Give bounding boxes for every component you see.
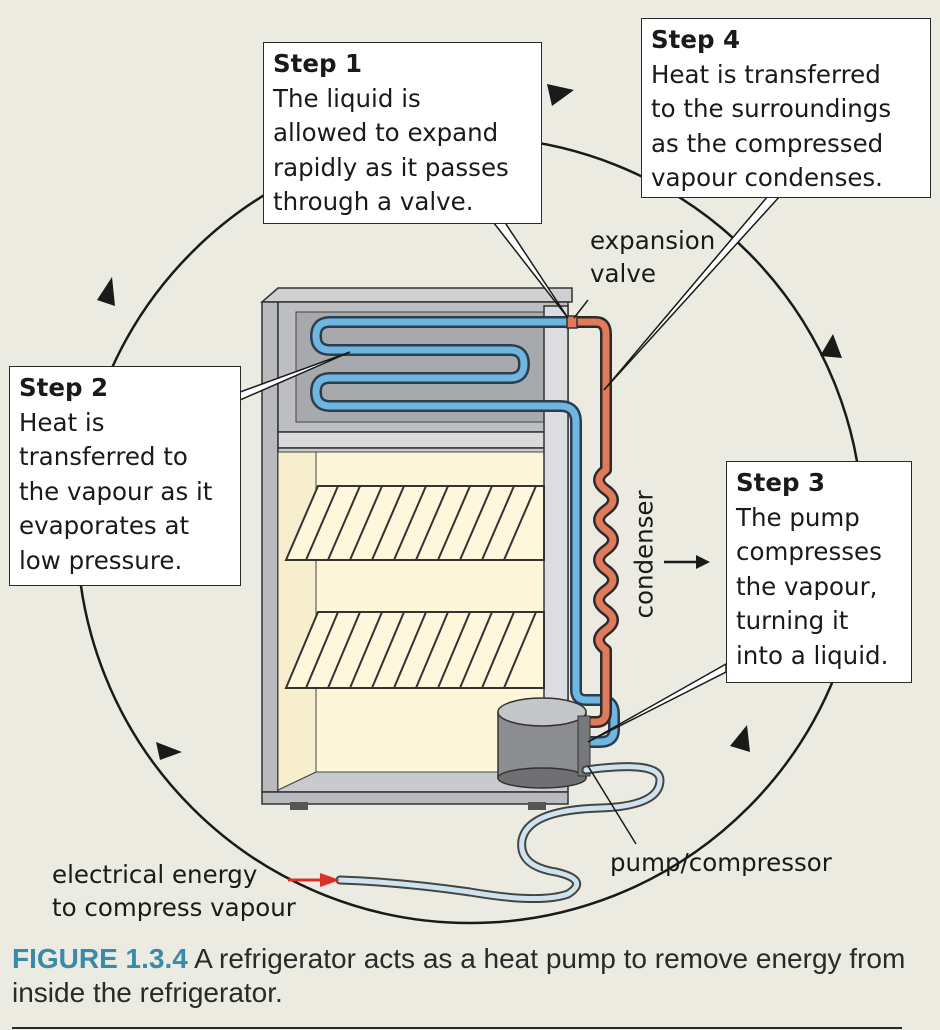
cycle-arrowhead [820, 334, 842, 358]
step1-text: The liquid is allowed to expand rapidly … [273, 83, 509, 217]
step2-text: Heat is transferred to the vapour as it … [19, 407, 213, 575]
caption-rule [12, 1027, 902, 1029]
step4-box: Step 4 Heat is transferred to the surrou… [641, 18, 931, 198]
energy-input-arrow [288, 873, 340, 887]
electrical-energy-label: electrical energy to compress vapour [52, 860, 296, 922]
pump-leader [587, 765, 637, 845]
step4-title: Step 4 [651, 25, 741, 54]
cycle-arrowhead [97, 277, 115, 306]
heat-out-arrow [664, 555, 710, 569]
cycle-arrowhead [156, 742, 182, 760]
expansion-valve-label: expansion valve [590, 226, 716, 288]
expansion-valve-leader [573, 299, 589, 319]
expansion-valve [566, 315, 578, 329]
step3-title: Step 3 [736, 468, 826, 497]
shelf-lower [284, 611, 545, 689]
step1-title: Step 1 [273, 49, 363, 78]
compressor [497, 697, 591, 789]
step3-text: The pump compresses the vapour, turning … [736, 502, 889, 670]
condenser-label: condenser [629, 490, 659, 619]
step3-box: Step 3 The pump compresses the vapour, t… [726, 461, 912, 683]
cycle-arrowhead [730, 725, 750, 752]
figure-number: FIGURE 1.3.4 [12, 943, 188, 974]
refrigerator [260, 287, 665, 903]
cycle-arrowhead [547, 84, 574, 106]
step1-box: Step 1 The liquid is allowed to expand r… [263, 42, 542, 224]
step2-box: Step 2 Heat is transferred to the vapour… [9, 366, 241, 586]
shelf-upper [284, 485, 545, 561]
figure-caption-text: A refrigerator acts as a heat pump to re… [12, 943, 906, 1008]
step4-text: Heat is transferred to the surroundings … [651, 59, 892, 193]
figure-caption: FIGURE 1.3.4 A refrigerator acts as a he… [12, 942, 912, 1010]
pump-compressor-label: pump/compressor [610, 848, 832, 877]
step2-title: Step 2 [19, 373, 109, 402]
